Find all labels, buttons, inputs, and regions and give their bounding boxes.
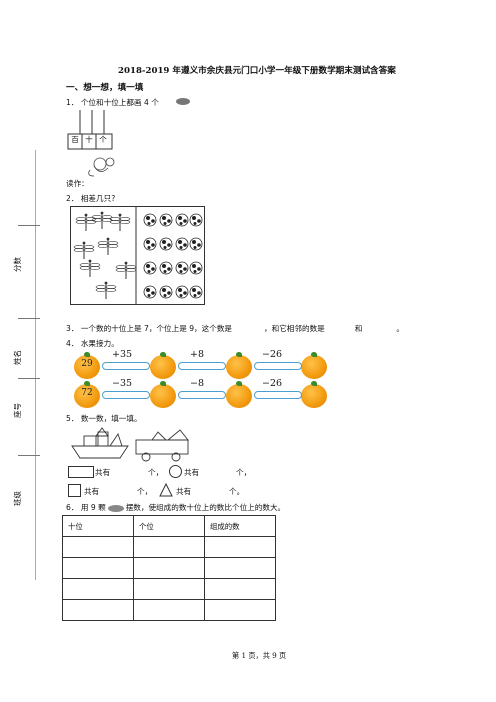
arrow-connector xyxy=(178,362,226,370)
question-2: 2． 相差几只? xyxy=(66,194,116,203)
operation-label: +35 xyxy=(112,349,133,360)
orange-blank xyxy=(150,381,176,408)
orange-start-1: 29 xyxy=(74,352,100,379)
abacus-illustration xyxy=(67,110,115,177)
triangle-shape-icon xyxy=(159,483,173,497)
rectangle-shape-icon xyxy=(68,466,94,478)
count-circle: 共有 xyxy=(184,468,200,477)
question-5: 5． 数一数，填一填。 xyxy=(66,414,142,423)
count-triangle: 共有 xyxy=(176,487,192,496)
count-unit: 个， xyxy=(148,468,164,477)
orange-start-2: 72 xyxy=(74,381,100,408)
arrow-connector xyxy=(254,391,302,399)
class-line xyxy=(18,455,40,456)
read-as-label: 读作： xyxy=(66,179,89,188)
orange-blank xyxy=(301,352,327,379)
answer-table: 十位 个位 组成的数 xyxy=(62,515,276,621)
page-footer: 第 1 页，共 9 页 xyxy=(232,651,287,660)
arrow-connector xyxy=(254,362,302,370)
name-label: 姓名 xyxy=(13,350,22,365)
count-rectangle: 共有 xyxy=(95,468,111,477)
table-row xyxy=(62,599,276,621)
header-tens: 十位 xyxy=(62,515,134,537)
orange-blank xyxy=(226,352,252,379)
table-row xyxy=(62,557,276,579)
class-label: 班级 xyxy=(13,491,22,506)
count-square: 共有 xyxy=(84,487,100,496)
question-4: 4． 水果接力。 xyxy=(66,339,119,348)
orange-blank xyxy=(301,381,327,408)
question-1: 1． 个位和十位上都画 4 个 xyxy=(66,98,159,107)
section-heading: 一、想一想，填一填 xyxy=(66,83,144,93)
operation-label: −26 xyxy=(262,378,283,389)
bead-icon xyxy=(176,98,190,105)
abacus-label-ones: 个 xyxy=(99,135,107,144)
operation-label: −35 xyxy=(112,378,133,389)
circle-shape-icon xyxy=(169,465,182,478)
name-line xyxy=(18,318,40,319)
shape-boat-truck-picture xyxy=(71,427,189,462)
abacus-label-tens: 十 xyxy=(85,135,93,144)
operation-label: −8 xyxy=(190,378,205,389)
score-line xyxy=(18,225,40,226)
dragonfly-ball-picture xyxy=(70,206,205,305)
table-row xyxy=(62,578,276,600)
question-3: 3． 一个数的十位上是 7，个位上是 9，这个数是，和它相邻的数是和。 xyxy=(66,324,404,333)
arrow-connector xyxy=(102,391,150,399)
question-6: 6． 用 9 颗摆数，使组成的数十位上的数比个位上的数大。 xyxy=(66,503,286,512)
count-unit: 个， xyxy=(236,468,252,477)
bead-icon xyxy=(107,504,124,512)
abacus-label-hundreds: 百 xyxy=(71,135,79,144)
arrow-connector xyxy=(178,391,226,399)
orange-blank xyxy=(226,381,252,408)
table-row xyxy=(62,536,276,558)
count-unit: 个， xyxy=(137,487,153,496)
header-ones: 个位 xyxy=(133,515,205,537)
operation-label: −26 xyxy=(262,349,283,360)
seat-line xyxy=(18,378,40,379)
orange-blank xyxy=(150,352,176,379)
header-number: 组成的数 xyxy=(204,515,276,537)
page-title: 2018-2019 年遵义市余庆县元门口小学一年级下册数学期末测试含答案 xyxy=(118,66,396,76)
binding-line xyxy=(35,150,36,580)
operation-label: +8 xyxy=(190,349,205,360)
score-label: 分数 xyxy=(13,257,22,272)
arrow-connector xyxy=(102,362,150,370)
count-unit: 个。 xyxy=(229,487,245,496)
seat-label: 座号 xyxy=(13,403,22,418)
square-shape-icon xyxy=(68,484,81,497)
